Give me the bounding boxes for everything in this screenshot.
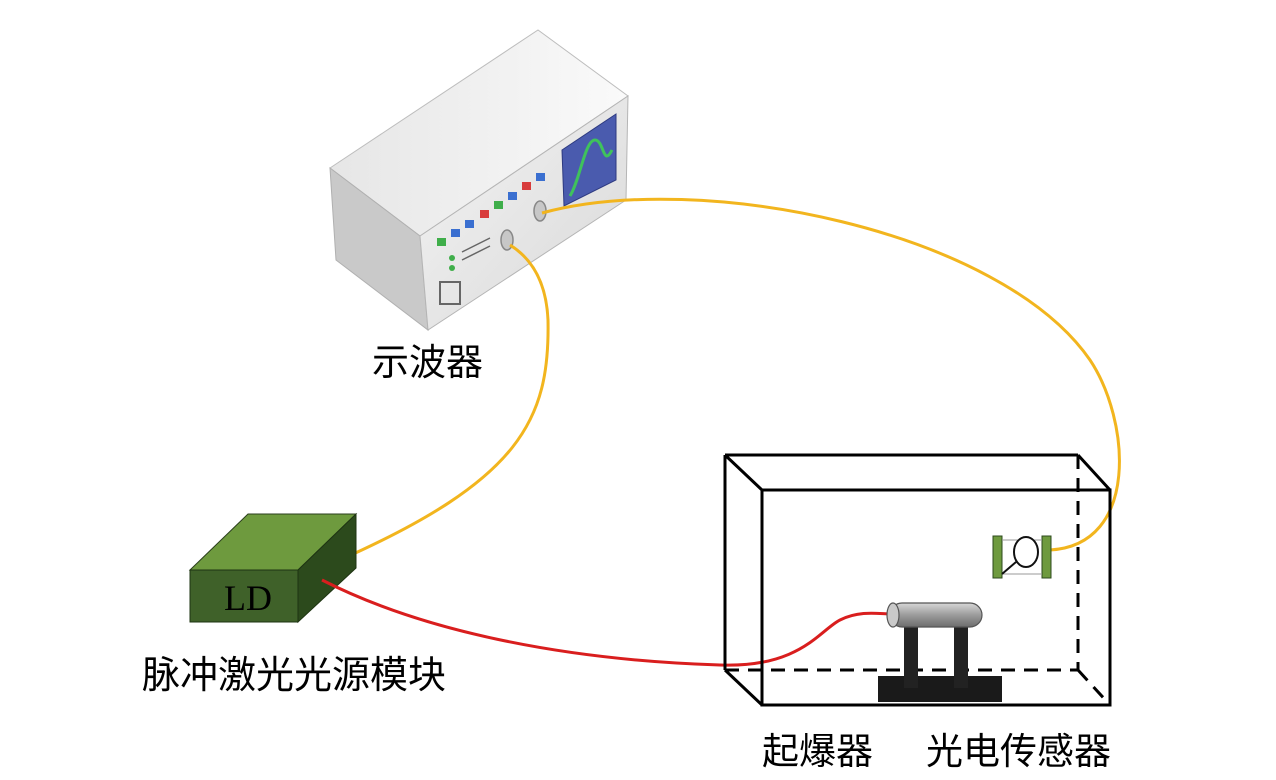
signal-cable-sensor [541, 197, 1121, 552]
ld-label: LD [224, 578, 272, 618]
enclosure-box-icon [723, 453, 1112, 707]
oscilloscope-icon [329, 29, 629, 332]
laser-module-label: 脉冲激光光源模块 [142, 653, 447, 697]
photo-sensor-label: 光电传感器 [926, 730, 1111, 773]
trigger-cable [321, 578, 891, 667]
oscilloscope-label: 示波器 [372, 341, 483, 384]
laser-diode-box-icon [188, 512, 358, 624]
signal-cable-ld [339, 243, 550, 562]
oscilloscope-buttons [437, 173, 545, 246]
detonator-label: 起爆器 [762, 730, 873, 773]
detonator-icon [878, 602, 1002, 702]
waveform-icon [568, 138, 614, 197]
photo-sensor-icon [992, 535, 1052, 579]
